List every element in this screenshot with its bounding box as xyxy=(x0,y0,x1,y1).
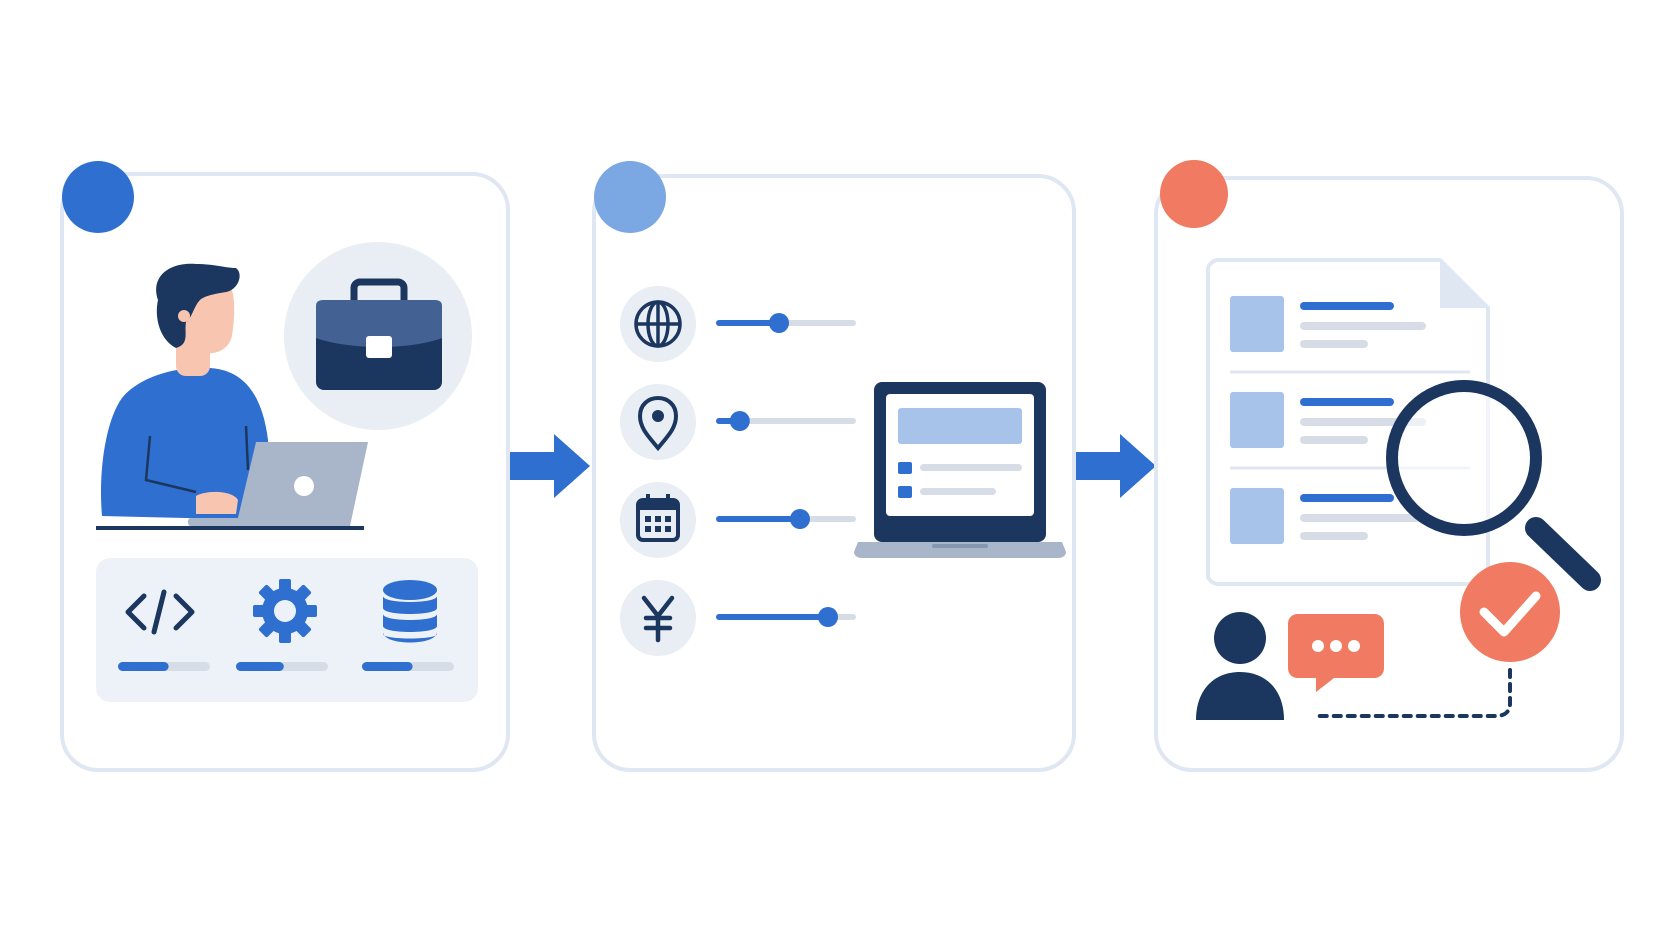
step-2-badge xyxy=(594,161,666,233)
doc-row-line xyxy=(1300,514,1426,522)
doc-row-title xyxy=(1300,398,1394,406)
arrow-right-icon xyxy=(510,434,590,498)
briefcase-icon xyxy=(316,278,442,390)
slider-fill xyxy=(716,614,828,620)
slider-handle[interactable] xyxy=(790,509,810,529)
slider-handle[interactable] xyxy=(818,607,838,627)
location-pin-icon xyxy=(637,395,679,452)
doc-row-line xyxy=(1300,340,1368,348)
slider-handle[interactable] xyxy=(729,411,750,431)
code-icon xyxy=(125,589,195,635)
doc-row-line xyxy=(1300,532,1368,540)
step-1-card xyxy=(60,161,510,772)
slider-track[interactable] xyxy=(716,418,856,424)
arrow-right-icon xyxy=(1076,434,1156,498)
skill-level-bars xyxy=(118,662,454,671)
skill-bar-fill xyxy=(118,662,169,671)
doc-row-thumbnail xyxy=(1230,296,1284,352)
slider-fill xyxy=(716,516,800,522)
chat-bubble-icon xyxy=(1288,614,1384,692)
doc-row-line xyxy=(1300,322,1426,330)
doc-row-line xyxy=(1300,436,1368,444)
document-rows xyxy=(1230,296,1470,544)
slider-fill xyxy=(716,320,779,326)
person-icon xyxy=(100,263,272,520)
laptop-with-list-icon xyxy=(854,382,1066,558)
step-3-card xyxy=(1154,160,1624,772)
calendar-icon xyxy=(636,494,680,542)
slider-handle[interactable] xyxy=(769,313,789,333)
database-icon xyxy=(383,580,437,643)
laptop-icon xyxy=(96,442,368,530)
skill-bar-fill xyxy=(236,662,284,671)
doc-row-thumbnail xyxy=(1230,392,1284,448)
magnifier-icon xyxy=(1386,380,1601,591)
dashed-connector xyxy=(1312,668,1512,718)
card-frame xyxy=(592,174,1076,772)
filter-sliders xyxy=(716,313,856,627)
doc-row-thumbnail xyxy=(1230,488,1284,544)
step-2-card xyxy=(592,161,1076,772)
doc-row-title xyxy=(1300,302,1394,310)
globe-icon xyxy=(634,300,682,348)
step-1-badge xyxy=(62,161,134,233)
doc-row-title xyxy=(1300,494,1394,502)
gear-icon xyxy=(253,579,317,643)
yen-icon xyxy=(641,595,675,643)
person-icon xyxy=(1196,612,1284,720)
check-circle-icon xyxy=(1460,562,1560,662)
skill-bar-fill xyxy=(362,662,413,671)
step-3-badge xyxy=(1160,160,1228,228)
